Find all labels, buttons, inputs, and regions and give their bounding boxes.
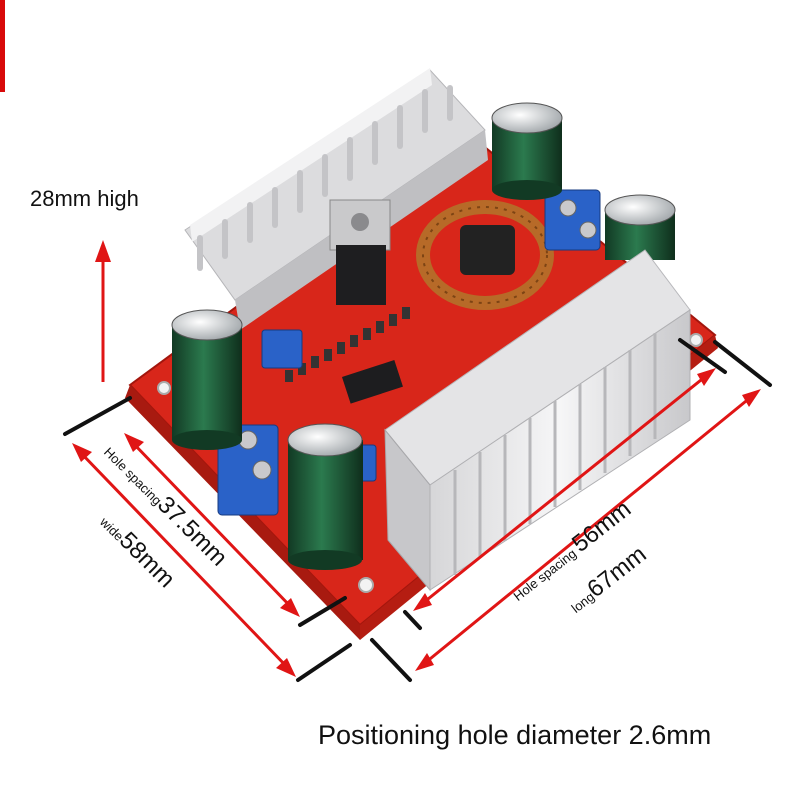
heatsink-front [384, 249, 691, 592]
extension-lines [63, 338, 772, 682]
heatsink-back [184, 68, 488, 330]
capacitor [604, 194, 676, 260]
screw-terminal-output [544, 189, 601, 251]
mosfet [329, 199, 391, 305]
screw-terminal-input [217, 424, 279, 516]
potentiometer [261, 329, 303, 369]
ic-chip [341, 360, 403, 404]
dimension-arrows [72, 240, 761, 677]
mounting-hole [358, 577, 374, 593]
hole-diameter-caption: Positioning hole diameter 2.6mm [318, 720, 712, 750]
resistor-array [285, 307, 410, 382]
corner-mark [0, 0, 5, 92]
height-label: 28mm high [30, 186, 139, 211]
capacitor [287, 423, 363, 570]
mounting-hole [157, 381, 171, 395]
toroid-inductor [416, 200, 554, 310]
capacitor [171, 309, 243, 450]
capacitor [491, 102, 563, 200]
mounting-hole [689, 333, 703, 347]
